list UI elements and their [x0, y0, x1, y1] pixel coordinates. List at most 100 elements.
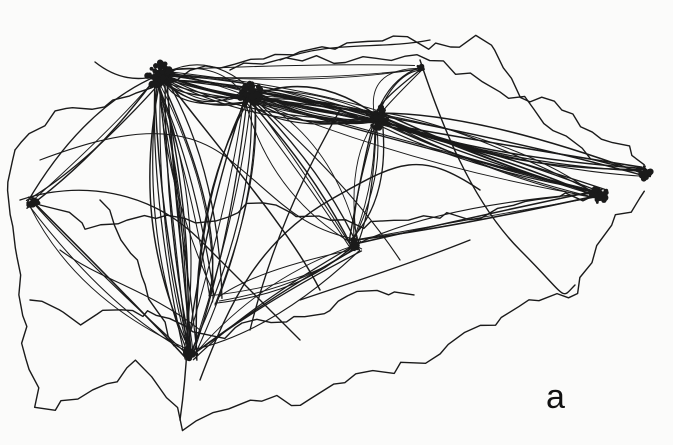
gaze-path: [355, 192, 606, 246]
fixation-mark: [255, 84, 261, 90]
gaze-path: [153, 72, 186, 360]
gaze-path: [252, 94, 606, 190]
gaze-path: [25, 77, 165, 202]
gaze-path: [159, 79, 215, 295]
gaze-path: [26, 71, 161, 209]
gaze-path: [244, 88, 601, 193]
gaze-path: [244, 91, 360, 251]
fixation-mark: [31, 202, 34, 205]
gaze-path: [192, 244, 355, 361]
fixation-mark: [165, 67, 173, 75]
gaze-path: [353, 124, 376, 246]
gaze-path: [164, 77, 321, 291]
gaze-path: [160, 79, 214, 297]
fixation-mark: [369, 112, 373, 116]
fixation-mark: [370, 118, 375, 122]
gaze-path: [356, 194, 599, 241]
gaze-path: [99, 199, 175, 347]
fixation-mark: [256, 97, 261, 102]
fixation-mark: [248, 88, 255, 95]
gaze-path: [299, 239, 471, 301]
gaze-path: [192, 96, 249, 356]
fixation-mark: [595, 201, 599, 204]
gaze-path: [348, 118, 385, 242]
gaze-path: [153, 76, 215, 296]
fixation-mark: [152, 68, 158, 74]
gaze-path: [229, 54, 619, 167]
gaze-path: [208, 240, 362, 297]
fixation-mark: [242, 83, 246, 88]
gaze-path: [162, 77, 379, 123]
fixation-mark: [159, 70, 165, 75]
fixation-mark: [168, 77, 171, 81]
fixation-mark: [604, 188, 609, 193]
fixation-mark: [152, 75, 159, 82]
gaze-path: [243, 94, 604, 201]
gaze-path: [169, 119, 189, 421]
gaze-path: [163, 64, 416, 71]
fixation-mark: [239, 90, 243, 94]
fixation-mark: [589, 191, 595, 198]
fixation-mark: [252, 104, 255, 107]
fixation-mark: [249, 81, 255, 86]
gaze-path: [184, 94, 245, 353]
fixation-mark: [27, 201, 32, 206]
fixation-mark: [153, 63, 159, 69]
fixation-mark: [601, 197, 607, 203]
gaze-path: [242, 89, 353, 248]
fixation-mark: [165, 82, 171, 87]
fixation-mark: [642, 165, 646, 169]
gaze-path: [27, 196, 191, 358]
gaze-path: [351, 123, 379, 245]
gaze-path: [279, 39, 431, 61]
fixation-mark: [385, 117, 390, 122]
gaze-path: [214, 99, 257, 306]
fixation-mark: [248, 93, 256, 101]
gaze-path: [19, 189, 301, 341]
fixation-mark: [377, 104, 385, 111]
gaze-path: [251, 99, 595, 192]
gaze-path: [29, 289, 415, 340]
fixation-mark: [597, 189, 602, 193]
gaze-path: [251, 99, 601, 199]
fixation-mark: [157, 65, 163, 71]
gaze-path: [39, 192, 599, 230]
gaze-path: [243, 99, 353, 251]
gaze-path: [187, 97, 252, 360]
gaze-path: [247, 93, 360, 247]
fixation-mark: [591, 186, 599, 193]
fixation-mark: [243, 91, 248, 97]
fixation-mark: [195, 352, 199, 356]
gaze-path: [376, 118, 647, 170]
gaze-path: [29, 206, 193, 352]
fixation-mark: [259, 89, 263, 93]
gaze-path: [155, 68, 418, 79]
fixation-mark: [157, 59, 164, 66]
gaze-path: [378, 112, 651, 177]
fixation-mark: [375, 124, 378, 127]
fixation-mark: [350, 237, 358, 245]
gaze-path: [154, 69, 384, 113]
gaze-path: [218, 249, 350, 298]
fixation-mark: [366, 113, 370, 117]
fixation-mark: [188, 349, 196, 356]
gaze-path: [156, 68, 422, 80]
fixation-mark: [149, 66, 154, 71]
fixation-mark: [635, 166, 642, 173]
gaze-path: [249, 94, 401, 261]
gaze-path: [149, 79, 186, 341]
fixation-mark: [156, 72, 161, 77]
fixation-mark: [247, 98, 251, 102]
gaze-path: [59, 249, 201, 331]
fixation-mark: [417, 66, 421, 70]
fixation-mark: [32, 198, 37, 203]
gaze-path: [6, 149, 645, 432]
gaze-path: [14, 34, 645, 166]
gaze-path: [249, 109, 341, 331]
fixation-mark: [378, 115, 385, 122]
fixation-mark: [242, 101, 248, 107]
gaze-path: [152, 73, 211, 296]
fixation-mark: [160, 75, 167, 82]
gaze-path: [374, 122, 597, 192]
gaze-path: [419, 59, 576, 295]
